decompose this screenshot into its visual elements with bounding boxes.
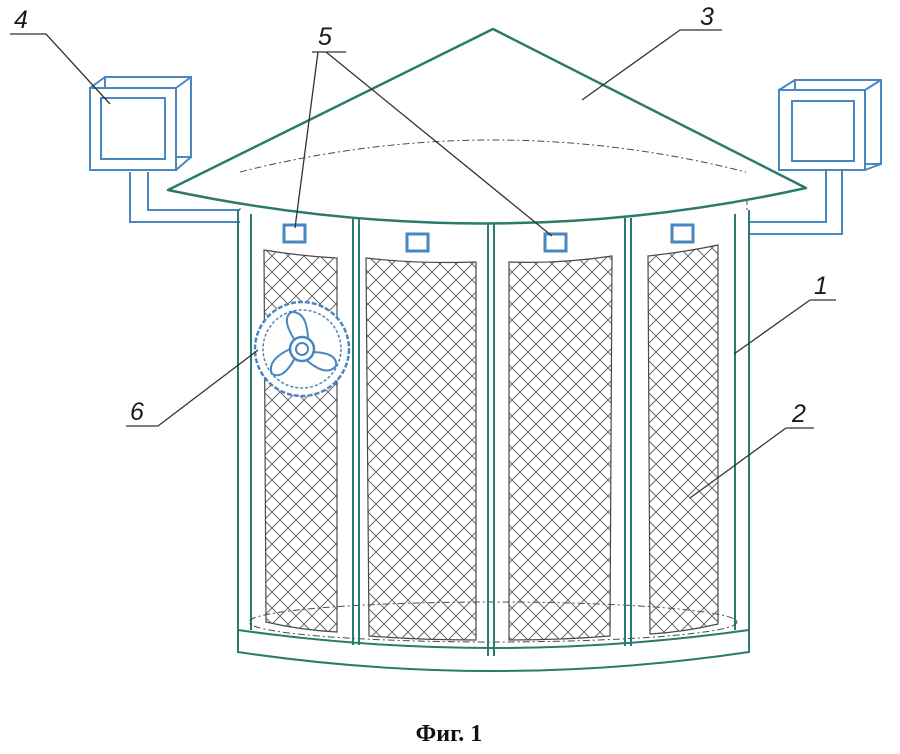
mesh-panel-4 xyxy=(647,244,719,635)
mesh-panel-3 xyxy=(508,255,613,641)
panel-dividers xyxy=(352,218,632,656)
fan-hub-inner xyxy=(295,342,309,356)
leader-4 xyxy=(10,33,111,105)
callout-5: 5 xyxy=(318,23,332,51)
callout-2: 2 xyxy=(791,400,806,428)
fan-hub-outer xyxy=(288,335,316,363)
roof xyxy=(166,27,808,225)
sensor-2 xyxy=(405,232,430,253)
right-control-unit xyxy=(748,79,882,235)
leader-6 xyxy=(126,349,259,427)
fan-blade-3 xyxy=(270,346,298,377)
base-ring-outer xyxy=(237,630,750,672)
leader-lines xyxy=(10,29,836,499)
callout-3: 3 xyxy=(700,3,714,31)
mesh-panel-2 xyxy=(365,257,477,641)
right-cable xyxy=(748,168,843,235)
callout-1: 1 xyxy=(814,272,828,300)
left-box-screen xyxy=(100,97,166,160)
roof-dashed-back xyxy=(239,139,747,173)
roof-cone xyxy=(166,27,808,225)
left-box-edges xyxy=(89,76,192,171)
fan-inner-ring xyxy=(262,309,342,389)
mesh-panels xyxy=(263,244,719,641)
leader-5b xyxy=(325,51,553,237)
right-box-edges xyxy=(778,79,882,171)
left-cable xyxy=(129,172,240,223)
fan-blade-2 xyxy=(302,350,338,372)
figure-caption: Фиг. 1 xyxy=(416,721,483,747)
left-control-unit xyxy=(89,76,240,223)
leader-5a xyxy=(294,51,346,229)
callout-4: 4 xyxy=(14,6,28,34)
leader-2 xyxy=(689,427,814,499)
leader-1 xyxy=(733,299,836,355)
fan xyxy=(253,300,351,398)
callout-6: 6 xyxy=(130,398,144,426)
right-box-screen xyxy=(791,100,855,162)
fan-blade-1 xyxy=(285,310,310,343)
callout-labels: 4 5 3 1 2 6 xyxy=(14,3,828,428)
sensor-3 xyxy=(543,232,568,253)
sensors xyxy=(282,223,695,253)
sensor-1 xyxy=(282,223,307,244)
leader-3 xyxy=(581,29,722,101)
sensor-4 xyxy=(670,223,695,244)
